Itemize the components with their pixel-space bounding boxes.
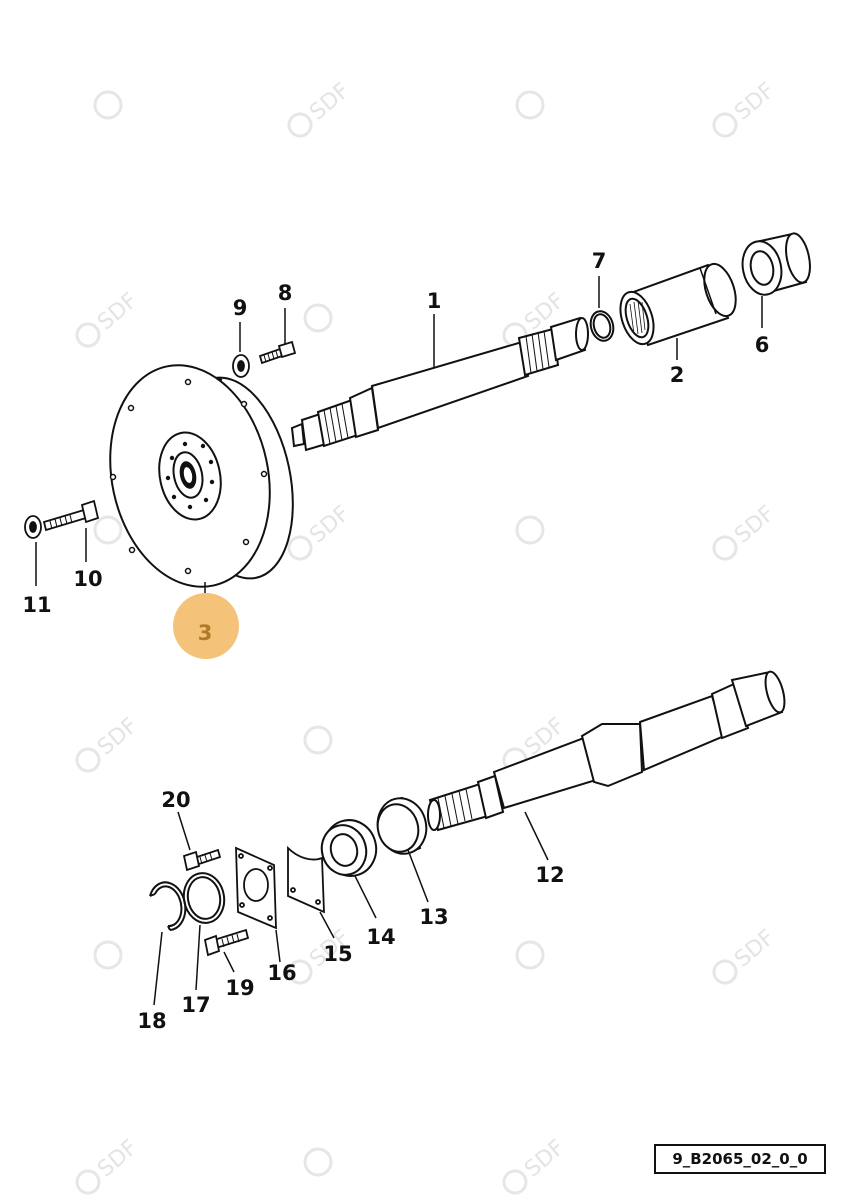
highlight-circle-part-3[interactable] (173, 593, 239, 659)
watermark-sdf: SDF (730, 501, 779, 548)
callout-20[interactable]: 20 (161, 788, 190, 812)
part-16-flange-plate[interactable] (235, 846, 277, 930)
callout-9[interactable]: 9 (233, 296, 248, 320)
callout-1[interactable]: 1 (427, 289, 442, 313)
part-3-flywheel[interactable] (90, 350, 310, 602)
callout-12[interactable]: 12 (535, 863, 564, 887)
watermark-sdf: SDF (93, 713, 142, 760)
callout-2[interactable]: 2 (670, 363, 685, 387)
watermark-sdf: SDF (305, 78, 354, 125)
watermark-sdf: SDF (730, 925, 779, 972)
callout-16[interactable]: 16 (267, 961, 296, 985)
diagram-reference-code: 9_B2065_02_0_0 (654, 1144, 826, 1174)
callout-10[interactable]: 10 (73, 567, 102, 591)
callout-7[interactable]: 7 (592, 249, 607, 273)
part-2-sleeve[interactable] (614, 260, 741, 348)
part-6-bushing[interactable] (738, 231, 814, 298)
part-19-bolt[interactable] (203, 928, 250, 957)
callout-3[interactable]: 3 (198, 621, 213, 645)
part-11-washer[interactable] (24, 515, 42, 539)
callout-11[interactable]: 11 (22, 593, 51, 617)
watermark-sdf: SDF (520, 1135, 569, 1182)
callout-13[interactable]: 13 (419, 905, 448, 929)
watermark-sdf: SDF (93, 1135, 142, 1182)
part-1-main-shaft[interactable] (290, 316, 589, 452)
part-9-washer[interactable] (232, 354, 250, 378)
callout-19[interactable]: 19 (225, 976, 254, 1000)
part-18-circlip[interactable] (149, 881, 187, 931)
part-7-o-ring[interactable] (587, 309, 616, 344)
part-12-shaft[interactable] (427, 670, 788, 832)
watermark-sdf: SDF (305, 501, 354, 548)
watermark-sdf: SDF (93, 288, 142, 335)
part-15-plate[interactable] (287, 845, 325, 914)
callout-8[interactable]: 8 (278, 281, 293, 305)
callout-6[interactable]: 6 (755, 333, 770, 357)
part-20-bolt[interactable] (182, 848, 222, 872)
part-8-bolt[interactable] (258, 340, 297, 365)
leader-lines (35, 276, 763, 1006)
callout-18[interactable]: 18 (137, 1009, 166, 1033)
part-10-bolt[interactable] (42, 499, 100, 532)
callout-17[interactable]: 17 (181, 993, 210, 1017)
part-14-bearing[interactable] (316, 814, 382, 882)
callout-labels: 1 2 3 6 7 8 9 10 11 12 13 14 15 16 17 18… (22, 249, 769, 1033)
callout-14[interactable]: 14 (366, 925, 395, 949)
watermark-sdf: SDF (730, 78, 779, 125)
part-17-ring[interactable] (180, 870, 228, 926)
callout-15[interactable]: 15 (323, 942, 352, 966)
part-13-ring[interactable] (372, 793, 433, 860)
